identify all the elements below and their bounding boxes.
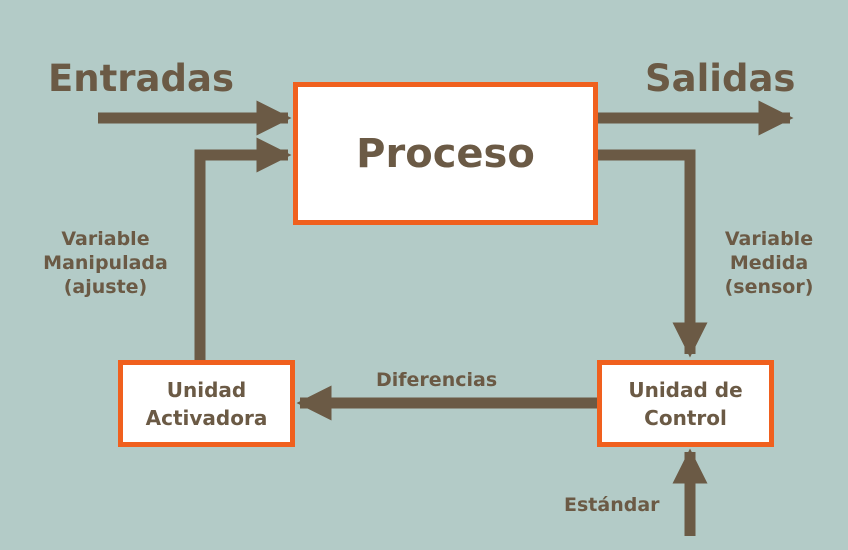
variable-medida-line2: Medida	[729, 251, 809, 274]
variable-manipulada-line2: Manipulada	[43, 251, 168, 274]
unidad-activadora-line2: Activadora	[145, 405, 268, 430]
variable-medida-line1: Variable	[724, 228, 814, 250]
variable-medida-line3: (sensor)	[724, 275, 814, 298]
unidad-control-line1: Unidad de	[628, 377, 743, 402]
variable-manipulada-label: Variable Manipulada (ajuste)	[18, 228, 193, 299]
salidas-label: Salidas	[645, 57, 796, 100]
manipulated-variable-arrow	[194, 137, 292, 360]
measured-variable-arrow	[598, 149, 708, 358]
variable-medida-label: Variable Medida (sensor)	[700, 228, 838, 299]
variable-manipulada-line3: (ajuste)	[63, 275, 148, 298]
proceso-box: Proceso	[293, 82, 598, 225]
unidad-activadora-line1: Unidad	[166, 377, 247, 402]
proceso-label: Proceso	[356, 130, 535, 177]
variable-manipulada-line1: Variable	[61, 228, 150, 250]
diferencias-label: Diferencias	[376, 369, 498, 391]
unidad-control-box: Unidad de Control	[597, 360, 774, 447]
unidad-control-line2: Control	[644, 405, 727, 430]
estandar-label: Estándar	[564, 494, 660, 516]
unidad-activadora-box: Unidad Activadora	[118, 360, 295, 447]
entradas-label: Entradas	[48, 57, 234, 100]
